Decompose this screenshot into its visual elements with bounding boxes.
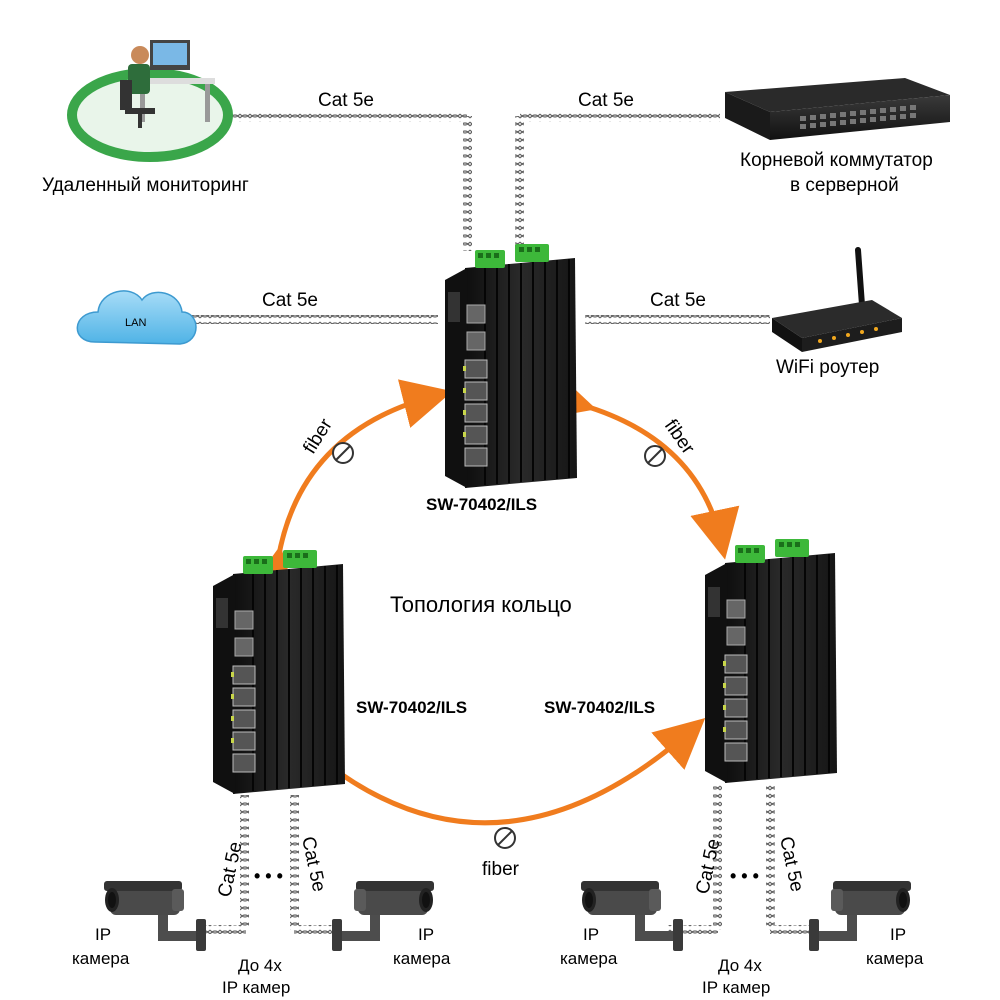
- fiber-link-left: [247, 379, 453, 599]
- din-rail-switch-icon: [444, 243, 578, 489]
- topology-title: Топология кольцо: [390, 592, 572, 617]
- ip-camera-1: [104, 881, 206, 951]
- ip-camera-icon: [104, 881, 206, 951]
- remote-monitoring-label: Удаленный мониторинг: [42, 175, 249, 196]
- link-label-wifi: Cat 5e: [650, 290, 706, 311]
- cable-right-cam-b: [766, 785, 775, 930]
- switch-right: [704, 538, 838, 784]
- camera-4-label-1: IP: [890, 925, 906, 944]
- link-label-lan: Cat 5e: [262, 290, 318, 311]
- link-label-right-cam-b: Cat 5e: [775, 835, 807, 894]
- fiber-connector-icon: [332, 442, 666, 849]
- lan-label: LAN: [125, 317, 146, 329]
- cable-core: [520, 113, 720, 122]
- cable-left-cam-a: [240, 795, 249, 930]
- wifi-router-icon: [772, 247, 902, 352]
- fiber-link-bottom: [279, 718, 706, 826]
- cable-monitoring: [232, 113, 467, 122]
- upto-left-label-2: IP камер: [222, 978, 290, 997]
- fiber-link-right: [541, 371, 740, 560]
- cloud-icon: [76, 290, 197, 345]
- camera-2-label-2: камера: [393, 949, 451, 968]
- cable-left-cam-b: [290, 795, 299, 930]
- upto-right-label-2: IP камер: [702, 978, 770, 997]
- switch-left: [212, 549, 346, 795]
- camera-3-label-2: камера: [560, 949, 618, 968]
- upto-left-label-1: До 4х: [238, 956, 282, 975]
- din-rail-switch-icon: [704, 538, 838, 784]
- camera-3-label-1: IP: [583, 925, 599, 944]
- link-label-core: Cat 5e: [578, 90, 634, 111]
- camera-1-label-2: камера: [72, 949, 130, 968]
- cable-wifi: [585, 315, 770, 324]
- cable-right-cam-a: [713, 785, 722, 930]
- core-switch-label-2: в серверной: [790, 175, 899, 196]
- switch-left-model: SW-70402/ILS: [356, 698, 467, 717]
- din-rail-switch-icon: [212, 549, 346, 795]
- cable-core-down: [515, 116, 524, 251]
- switch-right-model: SW-70402/ILS: [544, 698, 655, 717]
- link-label-monitoring: Cat 5e: [318, 90, 374, 111]
- switch-top: [444, 243, 578, 489]
- core-switch-label-1: Корневой коммутатор: [740, 150, 933, 171]
- camera-2-label-1: IP: [418, 925, 434, 944]
- fiber-ring: [247, 371, 740, 826]
- operator-desk-icon: [67, 40, 233, 162]
- link-label-left-cam-b: Cat 5e: [297, 835, 329, 894]
- wifi-router-label: WiFi роутер: [776, 357, 879, 378]
- switch-top-model: SW-70402/ILS: [426, 495, 537, 514]
- fiber-label-bottom: fiber: [482, 859, 520, 880]
- upto-right-label-1: До 4х: [718, 956, 762, 975]
- fiber-label-right: fiber: [660, 416, 699, 459]
- ellipsis-right: • • •: [730, 866, 759, 886]
- copper-cables: [188, 113, 818, 934]
- cable-monitoring-down: [463, 116, 472, 251]
- ellipsis-left: • • •: [254, 866, 283, 886]
- rack-switch-icon: [725, 78, 950, 140]
- camera-4-label-2: камера: [866, 949, 924, 968]
- camera-1-label-1: IP: [95, 925, 111, 944]
- cable-lan: [188, 315, 438, 324]
